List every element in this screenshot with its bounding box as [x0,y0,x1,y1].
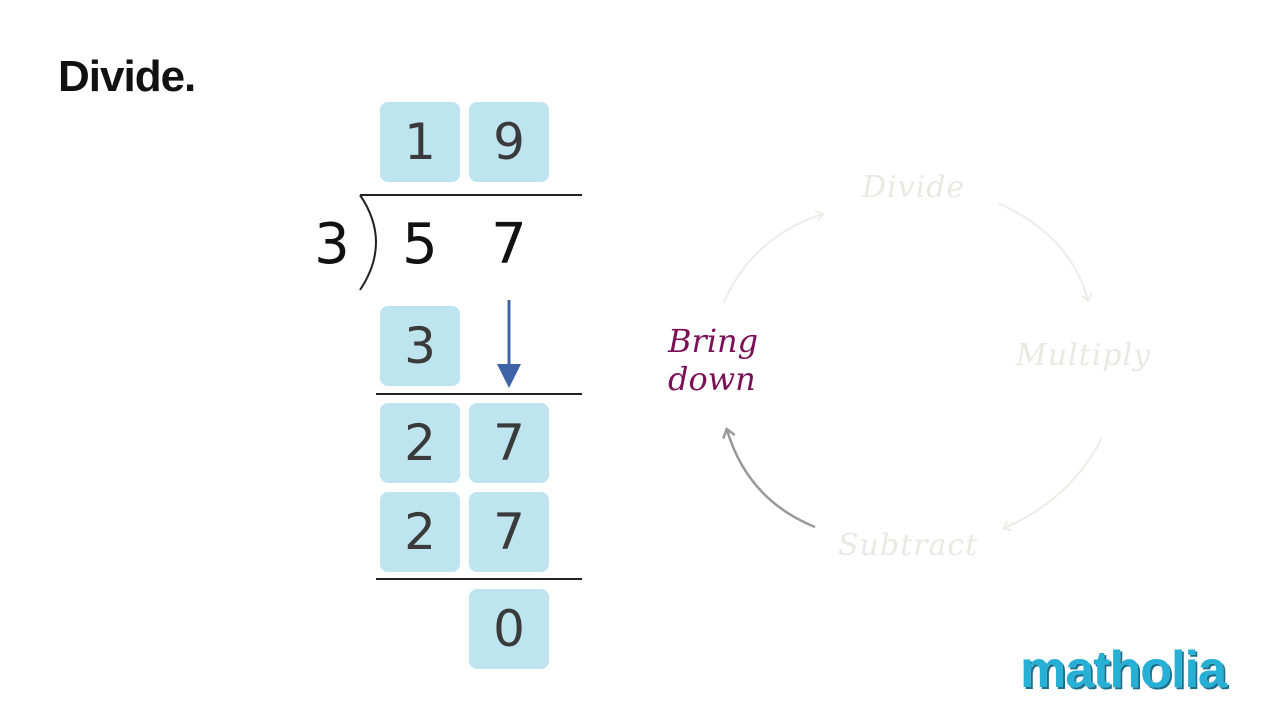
subtraction-line-1 [376,393,582,395]
second-product-digit-tens: 2 [380,492,460,572]
second-product-digit-ones: 7 [469,492,549,572]
cycle-step-multiply: Multiply [1016,338,1152,373]
arrow-multiply-to-subtract-icon [1001,437,1103,532]
cycle-step-divide: Divide [862,170,966,205]
divisor: 3 [314,211,350,277]
remainder-digit-ones: 7 [469,403,549,483]
dividend-digit-ones: 7 [491,211,527,277]
cycle-step-subtract: Subtract [838,528,979,563]
bring-down-line2: down [668,360,756,398]
arrow-divide-to-multiply-icon [997,202,1093,303]
bring-down-line1: Bring [668,322,759,360]
final-remainder-digit: 0 [469,589,549,669]
quotient-digit-ones: 9 [469,102,549,182]
first-product-digit: 3 [380,306,460,386]
page-title: Divide. [58,52,196,101]
quotient-digit-tens: 1 [380,102,460,182]
remainder-digit-tens: 2 [380,403,460,483]
dividend-digit-tens: 5 [402,211,438,277]
cycle-step-bring-down: Bring down [668,322,758,398]
arrow-subtract-to-bringdown-icon [722,427,816,529]
arrow-bringdown-to-divide-icon [723,210,825,303]
matholia-logo: matholia [1019,640,1228,700]
subtraction-line-2 [376,578,582,580]
